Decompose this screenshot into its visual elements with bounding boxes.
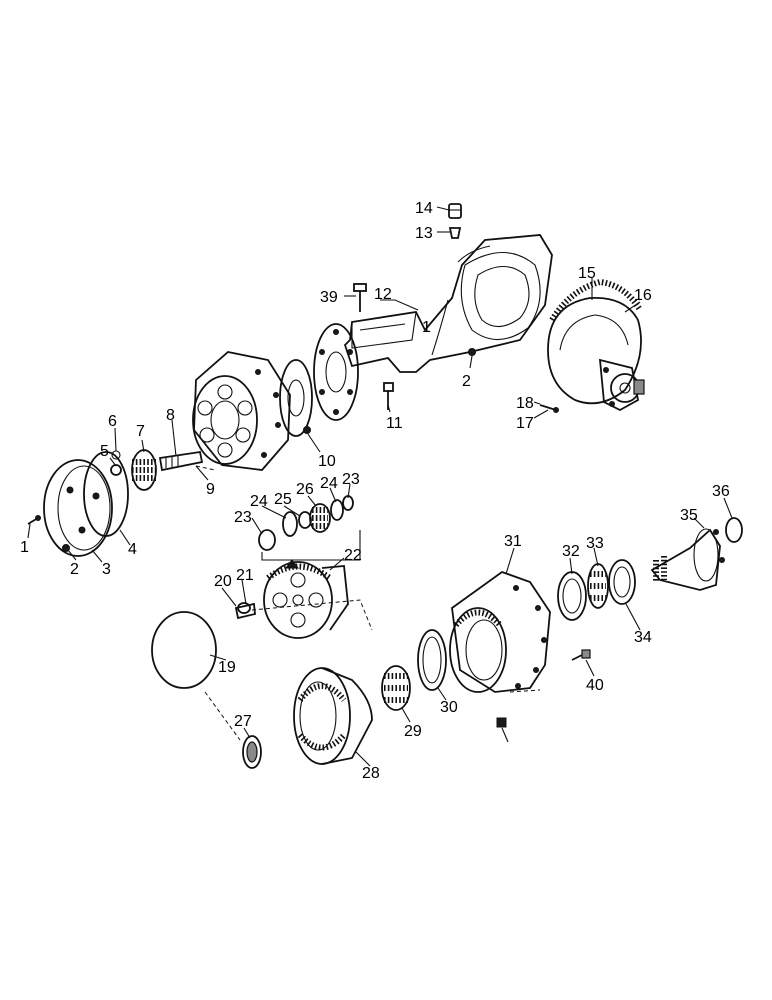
seal-27 <box>242 735 262 769</box>
callout-2: 2 <box>70 561 79 578</box>
screw-17-18 <box>539 404 559 413</box>
callout-23-b: 23 <box>234 509 252 526</box>
callout-13: 13 <box>415 225 433 242</box>
callout-9: 9 <box>206 481 215 498</box>
plug-2-cover <box>62 544 70 552</box>
callout-10: 10 <box>318 453 336 470</box>
callout-1: 1 <box>20 539 29 556</box>
o-ring-36 <box>725 517 743 543</box>
callout-2-housing: 2 <box>462 373 471 390</box>
callout-4: 4 <box>128 541 137 558</box>
callout-7: 7 <box>136 423 145 440</box>
callout-38: 39 <box>320 289 338 306</box>
sun-gear-7 <box>131 449 157 491</box>
planetary-cover-3 <box>43 459 113 557</box>
callout-20: 20 <box>214 573 232 590</box>
callout-27: 27 <box>234 713 252 730</box>
left-wheel-hub <box>192 351 291 471</box>
callout-6: 6 <box>108 413 117 430</box>
callout-14: 14 <box>415 200 433 217</box>
planet-gear-set <box>258 495 361 569</box>
seal-32 <box>557 571 587 621</box>
callout-21: 21 <box>236 567 254 584</box>
assembly-line-c <box>195 465 216 471</box>
callout-31: 31 <box>504 533 522 550</box>
bearing-33 <box>587 563 609 609</box>
callout-11: 11 <box>386 415 403 432</box>
callout-36: 36 <box>712 483 730 500</box>
differential-carrier <box>547 278 645 412</box>
callout-22: 22 <box>344 547 362 564</box>
ring-gear-28 <box>293 667 373 765</box>
assembly-line-b <box>251 599 373 631</box>
callout-15: 15 <box>578 265 596 282</box>
assembly-line-a <box>204 691 241 741</box>
stud-39 <box>571 649 591 661</box>
washer-5 <box>110 464 122 476</box>
o-ring-4 <box>83 451 129 537</box>
axle-housing <box>279 234 553 437</box>
callout-35: 35 <box>680 507 698 524</box>
callout-1-housing: 1 <box>422 319 431 336</box>
callout-33: 33 <box>586 535 604 552</box>
callout-28: 28 <box>362 765 380 782</box>
plug-2-upper <box>468 348 476 356</box>
callout-39: 40 <box>586 677 604 694</box>
bolt-38 <box>353 283 367 312</box>
leader-lines <box>27 206 733 767</box>
callout-12: 12 <box>374 286 392 303</box>
shaft-8-9 <box>158 450 204 472</box>
callout-17: 17 <box>516 415 534 432</box>
callout-16: 16 <box>634 287 652 304</box>
callout-18: 18 <box>516 395 534 412</box>
callout-8: 8 <box>166 407 175 424</box>
planet-carrier-22 <box>263 561 349 639</box>
callout-30: 30 <box>440 699 458 716</box>
assembly-line-d <box>509 689 541 693</box>
hub-carrier-31 <box>449 570 551 693</box>
breather-cap-14 <box>448 203 462 219</box>
callout-29: 29 <box>404 723 422 740</box>
callout-3: 3 <box>102 561 111 578</box>
callout-24-b: 24 <box>250 493 268 510</box>
callout-5: 5 <box>100 443 109 460</box>
plug-10 <box>303 426 311 434</box>
pin-21 <box>237 602 251 614</box>
callout-26: 26 <box>296 481 314 498</box>
callout-19: 19 <box>218 659 236 676</box>
bearing-cup-34 <box>608 559 636 605</box>
callout-24: 24 <box>320 475 338 492</box>
spindle-35 <box>650 528 725 591</box>
callout-25: 25 <box>274 491 292 508</box>
breather-fitting-13 <box>448 227 462 239</box>
callout-labels: 14 13 39 12 1 15 16 2 18 17 11 10 6 8 7 … <box>20 200 730 782</box>
callout-32: 32 <box>562 543 580 560</box>
callout-34: 34 <box>634 629 652 646</box>
nut-40 <box>496 717 507 728</box>
bearing-29 <box>381 665 411 711</box>
screw-1 <box>27 515 41 525</box>
snap-ring-19 <box>151 611 217 689</box>
callout-23: 23 <box>342 471 360 488</box>
seal-30 <box>417 629 447 691</box>
